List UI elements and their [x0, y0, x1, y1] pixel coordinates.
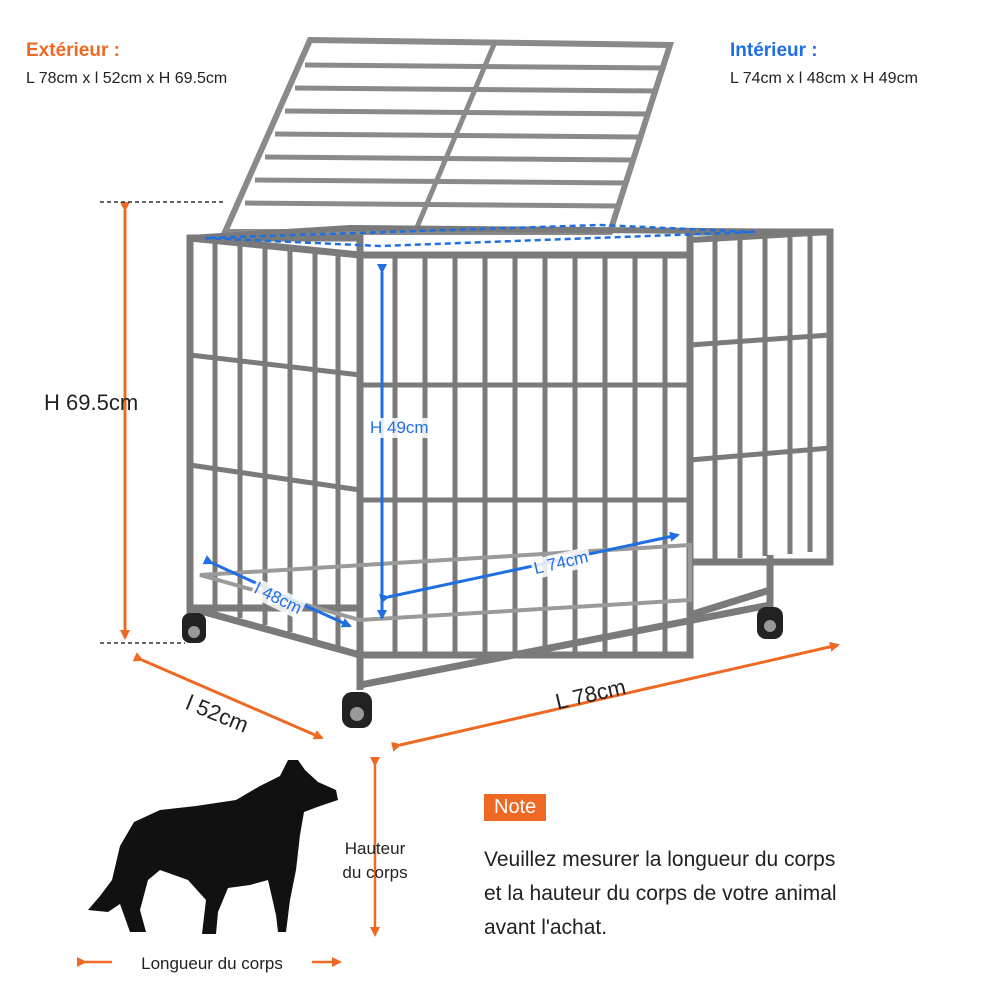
cage-lid	[220, 36, 675, 235]
note-badge: Note	[484, 794, 547, 821]
note-line: avant l'achat.	[484, 916, 608, 939]
wheel-icon	[342, 692, 372, 728]
wheel-icon	[182, 613, 206, 643]
body-height-line: du corps	[342, 863, 408, 882]
note-line: et la hauteur du corps de votre animal	[484, 882, 837, 905]
dog-silhouette-icon	[88, 760, 338, 934]
note-text: Veuillez mesurer la longueur du corps et…	[484, 843, 954, 945]
inner-height-label: H 49cm	[368, 418, 431, 438]
note-line: Veuillez mesurer la longueur du corps	[484, 848, 836, 871]
body-length-label: Longueur du corps	[141, 954, 283, 973]
interior-title: Intérieur :	[730, 40, 818, 61]
body-height-label: Hauteur du corps	[320, 837, 430, 885]
exterior-dimensions: L 78cm x l 52cm x H 69.5cm	[26, 70, 228, 87]
outer-height-arrow	[100, 201, 225, 644]
outer-length-arrow	[391, 641, 840, 752]
outer-width-arrow	[132, 652, 324, 740]
interior-dimensions: L 74cm x l 48cm x H 49cm	[730, 70, 918, 87]
exterior-title: Extérieur :	[26, 40, 120, 61]
inner-box	[204, 223, 756, 248]
outer-height-label: H 69.5cm	[44, 390, 139, 415]
wheel-icon	[757, 607, 783, 639]
body-height-line: Hauteur	[344, 839, 406, 858]
cage-wheels	[182, 607, 783, 728]
